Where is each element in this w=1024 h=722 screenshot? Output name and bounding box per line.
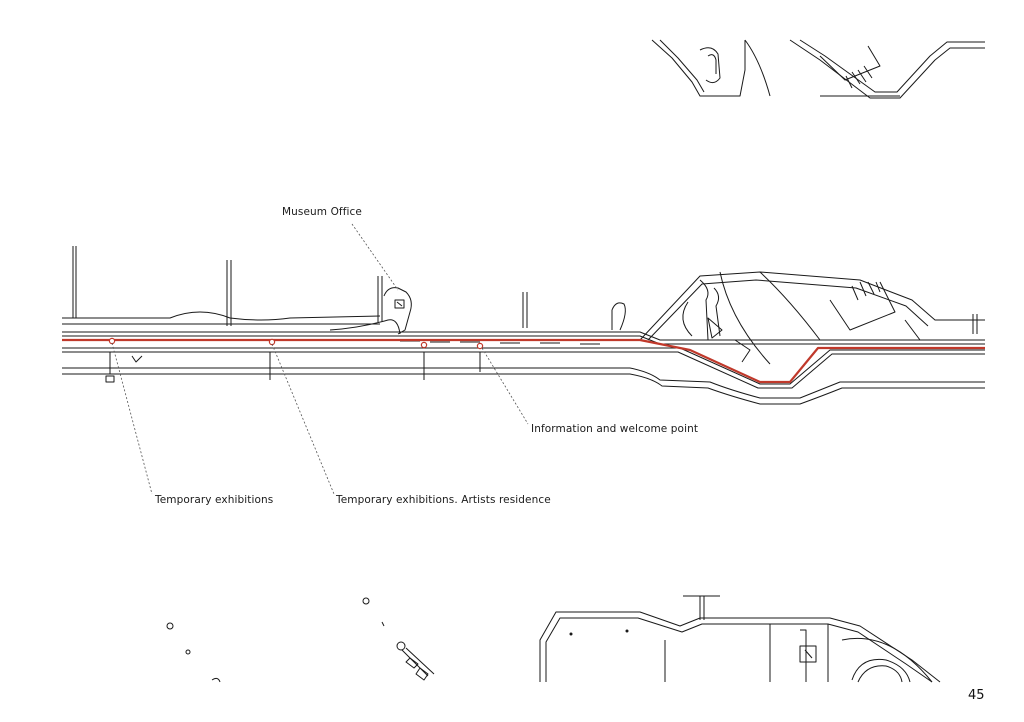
page-number: 45 <box>968 688 985 703</box>
leader-temporary-exhibitions <box>111 342 153 495</box>
top-plan-fragment <box>651 39 985 99</box>
main-corridor-plan <box>62 246 985 405</box>
leader-museum-office <box>351 223 399 291</box>
label-temporary-exhibitions: Temporary exhibitions <box>155 494 274 506</box>
label-information-point: Information and welcome point <box>531 423 699 435</box>
leader-information-point <box>481 347 529 425</box>
label-temporary-exhibitions-artists-residence: Temporary exhibitions. Artists residence <box>336 494 551 506</box>
marker-information-point-2 <box>476 342 484 350</box>
bottom-plan-fragment-right <box>539 595 941 683</box>
bottom-plan-fragment-left <box>166 597 435 683</box>
marker-information-point <box>420 341 428 349</box>
marker-artists-residence <box>268 338 276 346</box>
point-markers <box>108 337 484 350</box>
label-museum-office: Museum Office <box>282 206 362 218</box>
marker-temporary-exhibitions <box>108 337 116 345</box>
leader-lines <box>111 223 529 495</box>
visitor-route <box>62 338 985 384</box>
leader-artists-residence <box>271 343 335 495</box>
